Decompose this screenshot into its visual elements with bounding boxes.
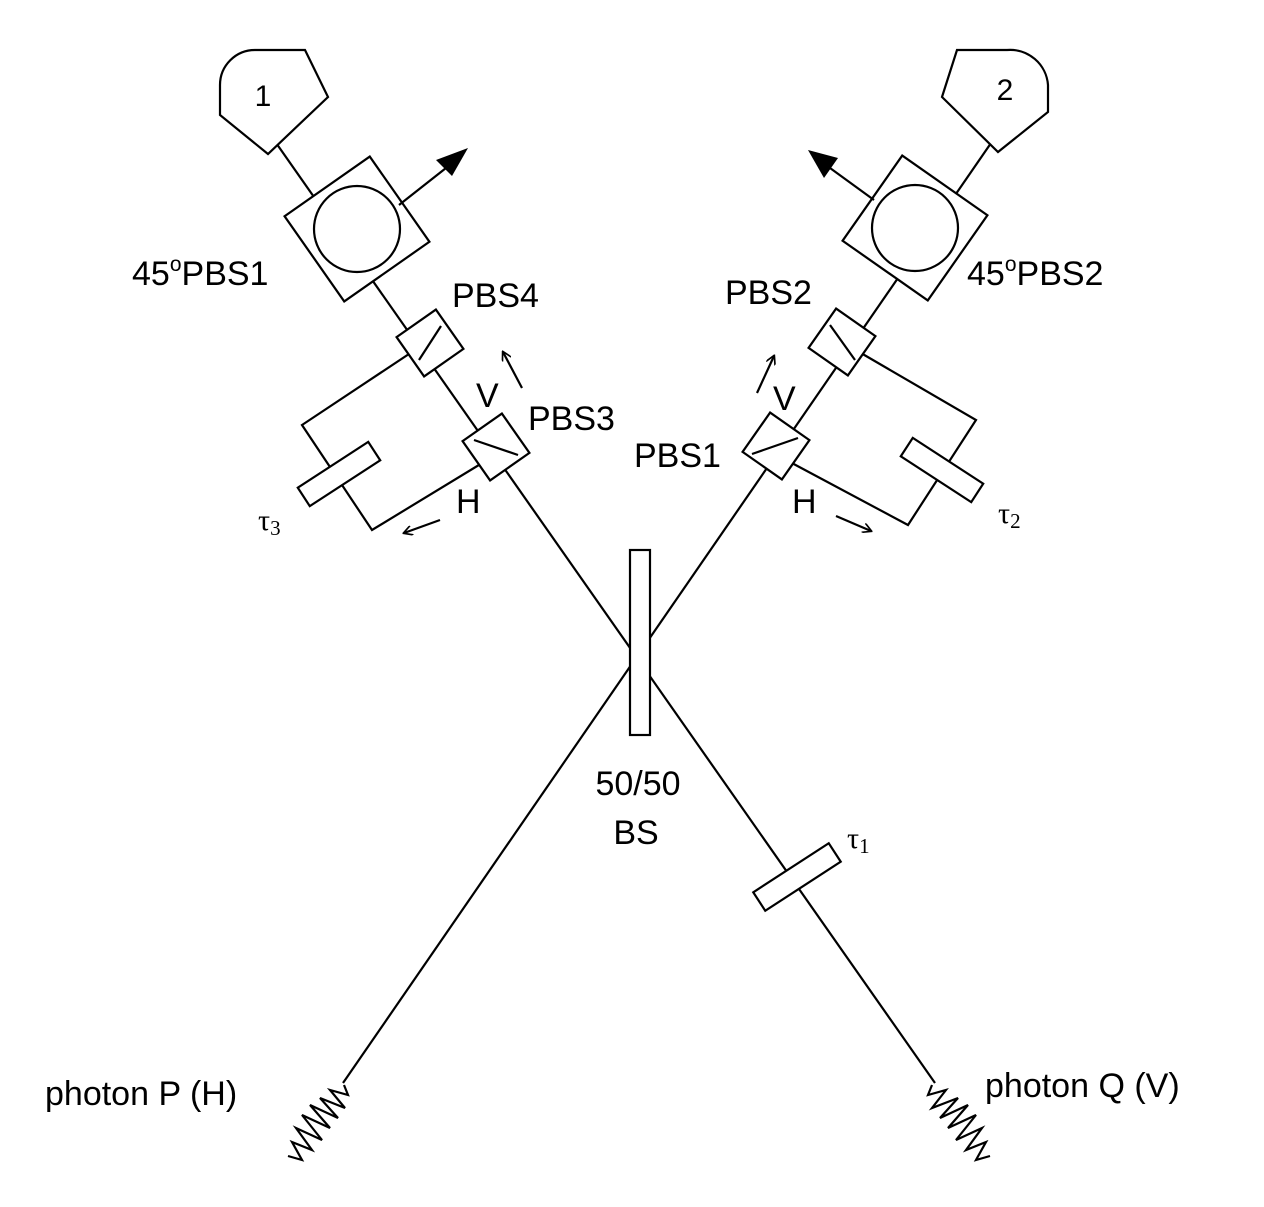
label-bs-line2: BS bbox=[613, 814, 658, 852]
detector-2-shape bbox=[940, 48, 1050, 154]
pbs3-cube bbox=[461, 412, 531, 482]
detector-1: 1 bbox=[218, 48, 330, 156]
h-arrow-right bbox=[835, 514, 871, 531]
label-tau3: τ3 bbox=[258, 504, 281, 540]
label-photon-p: photon P (H) bbox=[45, 1075, 237, 1113]
label-pbs1: PBS1 bbox=[634, 437, 721, 475]
label-pbs2: PBS2 bbox=[725, 274, 812, 312]
pbs45-left-output-arrow-head bbox=[436, 148, 468, 176]
pbs45-left-output-arrow-line bbox=[398, 167, 447, 206]
detector-1-label: 1 bbox=[255, 80, 272, 113]
pbs1-cube bbox=[741, 411, 811, 481]
label-v-right: V bbox=[773, 380, 796, 418]
waveplate-tau1 bbox=[751, 841, 843, 913]
label-pbs45-left: 45oPBS1 bbox=[132, 253, 268, 293]
beam-photon-p-to-detector-2 bbox=[342, 129, 1001, 1084]
label-tau1: τ1 bbox=[847, 822, 870, 858]
photon-p-wave-packet bbox=[287, 1084, 350, 1162]
pbs45-right bbox=[841, 154, 989, 302]
detector-1-shape bbox=[218, 48, 330, 156]
waveplate-tau3 bbox=[296, 440, 382, 508]
label-pbs3: PBS3 bbox=[528, 400, 615, 438]
pbs4-cube bbox=[395, 308, 465, 378]
label-h-right: H bbox=[792, 483, 817, 521]
pbs45-left bbox=[283, 155, 431, 303]
pbs2-cube bbox=[807, 307, 877, 377]
pbs45-right-output-arrow-head bbox=[808, 150, 838, 178]
label-pbs4: PBS4 bbox=[452, 277, 539, 315]
photon-q-wave-packet bbox=[926, 1084, 991, 1162]
pbs45-right-output-arrow-line bbox=[829, 167, 875, 201]
detector-2-label: 2 bbox=[997, 74, 1014, 107]
v-arrow-right bbox=[756, 356, 774, 394]
beam-splitter bbox=[628, 548, 652, 737]
label-bs-line1: 50/50 bbox=[595, 765, 680, 803]
detector-2: 2 bbox=[940, 48, 1050, 154]
label-h-left: H bbox=[456, 483, 481, 521]
v-arrow-left bbox=[503, 352, 523, 389]
beam-photon-q-to-detector-1 bbox=[266, 129, 936, 1084]
label-tau2: τ2 bbox=[998, 497, 1021, 533]
label-photon-q: photon Q (V) bbox=[985, 1067, 1180, 1105]
waveplate-tau2 bbox=[899, 436, 985, 504]
label-v-left: V bbox=[476, 377, 499, 415]
h-arrow-left bbox=[404, 518, 441, 533]
label-pbs45-right: 45oPBS2 bbox=[967, 253, 1103, 293]
